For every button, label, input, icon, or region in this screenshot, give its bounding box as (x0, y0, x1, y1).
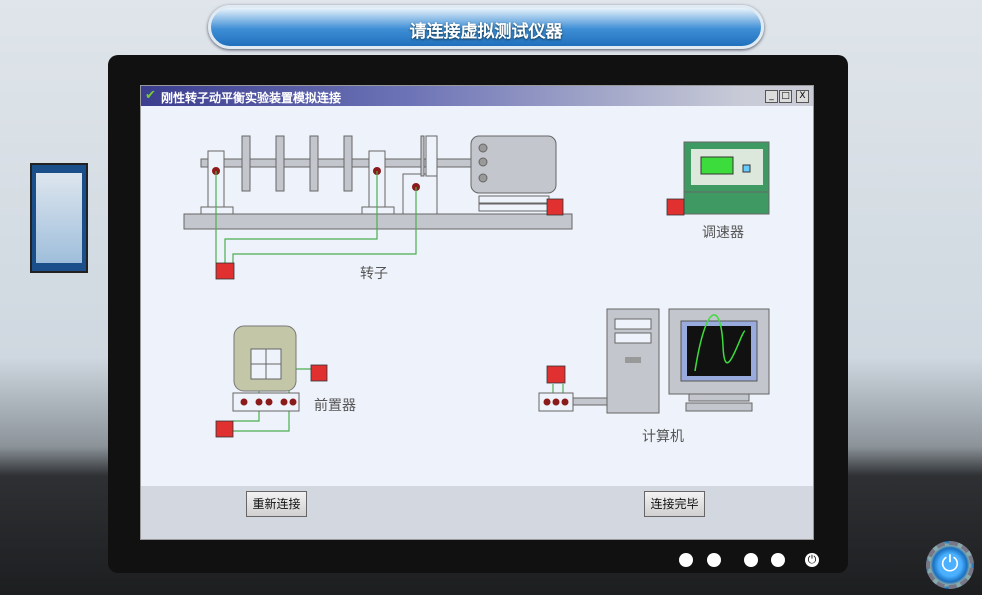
governor-device (683, 141, 770, 215)
simulation-window: ✔ 刚性转子动平衡实验装置模拟连接 _ □ X 转子 调速器 前置器 计算机 重… (140, 85, 814, 540)
monitor-button-1[interactable] (679, 553, 693, 567)
title-banner: 请连接虚拟测试仪器 (208, 5, 764, 49)
app-icon: ✔ (145, 88, 156, 103)
ports (215, 198, 685, 438)
settings-gear-icon[interactable]: ⏻ (926, 541, 974, 589)
preamp-device (232, 325, 300, 412)
window-bottom-bar: 重新连接 连接完毕 (141, 486, 813, 539)
monitor-button-2[interactable] (707, 553, 721, 567)
window-title: 刚性转子动平衡实验装置模拟连接 (161, 91, 342, 105)
minimize-button[interactable]: _ (765, 90, 778, 103)
connection-diagram (183, 135, 770, 438)
preamp-label: 前置器 (314, 398, 356, 414)
computer-label: 计算机 (642, 429, 684, 445)
monitor-button-3[interactable] (744, 553, 758, 567)
rotor-label: 转子 (360, 266, 388, 282)
window-titlebar: ✔ 刚性转子动平衡实验装置模拟连接 _ □ X (141, 86, 813, 106)
banner-title: 请连接虚拟测试仪器 (409, 22, 563, 42)
monitor-button-4[interactable] (771, 553, 785, 567)
wall-poster (30, 163, 88, 273)
rotor-device (183, 135, 573, 230)
close-button[interactable]: X (796, 90, 809, 103)
monitor-power-icon[interactable]: ⏻ (805, 553, 819, 567)
reconnect-button[interactable]: 重新连接 (246, 491, 307, 517)
maximize-button[interactable]: □ (779, 90, 792, 103)
computer-device (538, 308, 770, 414)
finish-connection-button[interactable]: 连接完毕 (644, 491, 705, 517)
governor-label: 调速器 (702, 225, 744, 241)
